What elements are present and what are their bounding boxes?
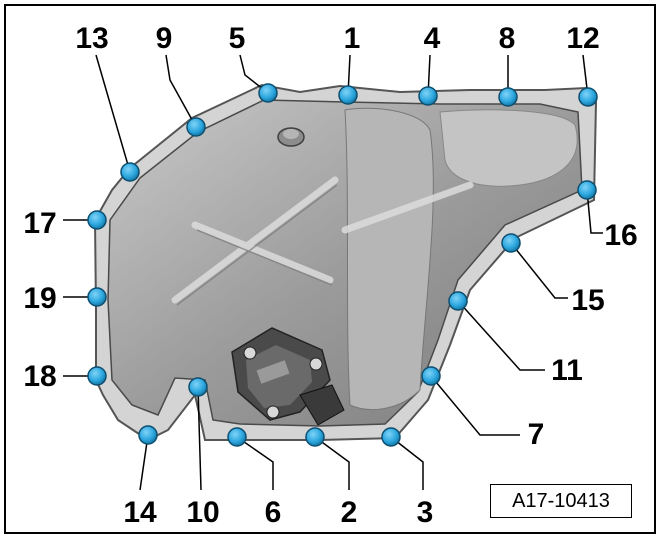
leader-line-15 bbox=[510, 242, 568, 299]
bolt-callout-18: 18 bbox=[23, 360, 56, 393]
reinforcement-ribs bbox=[171, 176, 474, 304]
bolt-head-icon-11 bbox=[448, 291, 468, 311]
bolt-callout-16: 16 bbox=[604, 219, 637, 252]
leader-line-3 bbox=[390, 436, 424, 490]
bolt-head-icon-10 bbox=[188, 377, 208, 397]
bolt-callout-6: 6 bbox=[265, 496, 282, 529]
leader-line-16 bbox=[586, 189, 603, 234]
bolt-callout-10: 10 bbox=[186, 496, 219, 529]
bolt-callout-5: 5 bbox=[229, 22, 246, 55]
bolt-head-icon-2 bbox=[305, 427, 325, 447]
bolt-head-icon-3 bbox=[381, 427, 401, 447]
leader-line-9 bbox=[165, 54, 197, 128]
bolt-callout-14: 14 bbox=[123, 496, 157, 529]
bolt-head-icon-6 bbox=[227, 427, 247, 447]
bolt-callout-11: 11 bbox=[551, 354, 583, 387]
bolt-head-icon-8 bbox=[498, 87, 518, 107]
bolt-callout-1: 1 bbox=[344, 22, 361, 55]
bolt-callout-9: 9 bbox=[156, 22, 173, 55]
leader-line-2 bbox=[314, 436, 350, 490]
bolt-callout-8: 8 bbox=[499, 22, 516, 55]
figure-id-label: A17-10413 bbox=[490, 484, 632, 518]
bolt-callout-15: 15 bbox=[571, 284, 604, 317]
bolt-head-icon-7 bbox=[421, 366, 441, 386]
bolt-head-icon-1 bbox=[338, 85, 358, 105]
bolt-head-icon-9 bbox=[186, 117, 206, 137]
bolt-head-icon-5 bbox=[258, 83, 278, 103]
bolt-head-icon-19 bbox=[87, 287, 107, 307]
bolt-head-icon-13 bbox=[120, 162, 140, 182]
bolt-head-icon-17 bbox=[87, 210, 107, 230]
leader-line-13 bbox=[95, 54, 131, 173]
bolt-callout-4: 4 bbox=[424, 22, 441, 55]
bolt-callout-12: 12 bbox=[566, 22, 599, 55]
bolt-callout-19: 19 bbox=[23, 282, 56, 315]
drain-plug-icon bbox=[277, 127, 305, 147]
bolt-callout-7: 7 bbox=[528, 418, 545, 451]
bolt-head-icon-14 bbox=[138, 425, 158, 445]
leader-line-7 bbox=[430, 375, 520, 436]
bolt-head-icon-18 bbox=[87, 366, 107, 386]
bolt-callout-2: 2 bbox=[341, 496, 358, 529]
leader-line-11 bbox=[457, 300, 545, 371]
oil-level-sensor-icon bbox=[231, 327, 345, 426]
bolt-callout-3: 3 bbox=[417, 496, 434, 529]
bolt-callout-17: 17 bbox=[23, 207, 56, 240]
bolt-callout-13: 13 bbox=[75, 22, 108, 55]
leader-line-10 bbox=[197, 386, 202, 491]
bolt-head-icon-12 bbox=[578, 87, 598, 107]
oil-pan-sump-rib bbox=[344, 107, 434, 411]
bolt-head-icon-15 bbox=[501, 233, 521, 253]
bolt-markers bbox=[87, 83, 598, 447]
leader-line-6 bbox=[236, 436, 274, 490]
oil-pan-upper-dome bbox=[439, 109, 578, 187]
bolt-head-icon-4 bbox=[418, 86, 438, 106]
bolt-head-icon-16 bbox=[577, 180, 597, 200]
